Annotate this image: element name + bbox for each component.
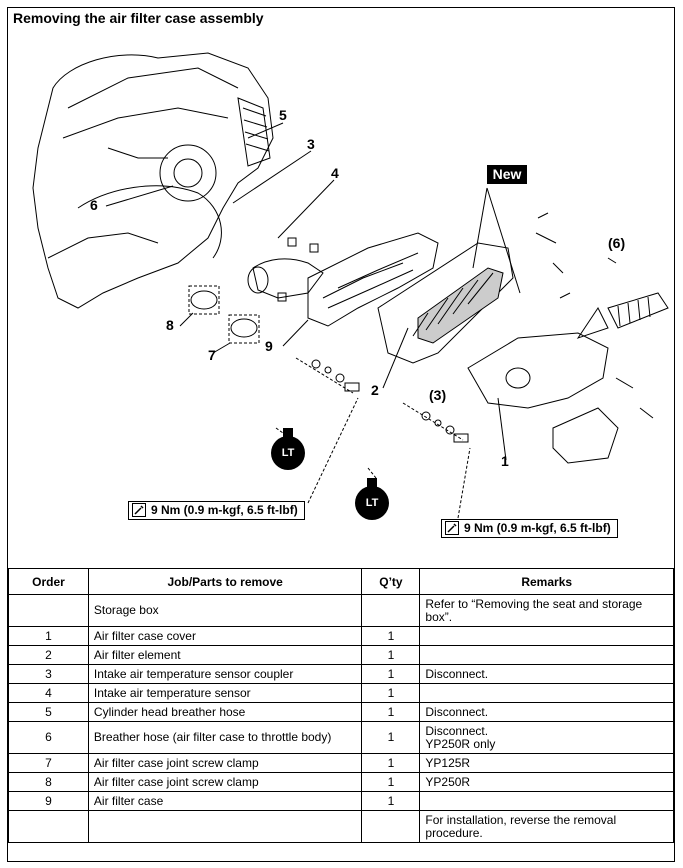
cell-order: 5 — [8, 702, 89, 722]
page-title: Removing the air filter case assembly — [13, 10, 264, 26]
callout-3: 3 — [307, 136, 315, 152]
intake-duct-drawing — [252, 258, 324, 299]
cell-part: Intake air temperature sensor coupler — [87, 664, 363, 684]
cell-order — [8, 594, 89, 627]
table-row: 8 Air filter case joint screw clamp 1 YP… — [8, 772, 674, 792]
exploded-diagram: New 5 3 4 6 (6) 8 7 9 2 (3) 1 — [32, 52, 669, 519]
cell-part — [87, 810, 363, 843]
cell-part: Air filter case — [87, 791, 363, 811]
lt-nozzle-right — [367, 478, 377, 488]
cell-qty: 1 — [361, 772, 421, 792]
cell-part: Air filter element — [87, 645, 363, 665]
torque-spec-left-text: 9 Nm (0.9 m-kgf, 6.5 ft-lbf) — [151, 503, 298, 517]
header-qty: Q’ty — [361, 568, 421, 595]
cell-order — [8, 810, 89, 843]
callout-6: 6 — [90, 197, 98, 213]
callout-5: 5 — [279, 107, 287, 123]
cell-remarks — [419, 683, 674, 703]
cell-qty: 1 — [361, 664, 421, 684]
engine-frame-drawing — [32, 52, 274, 309]
callout-4: 4 — [331, 165, 339, 181]
cell-remarks: Disconnect. — [419, 702, 674, 722]
callout-1: 1 — [501, 453, 509, 469]
new-badge — [487, 165, 527, 184]
table-row: For installation, reverse the removal pr… — [8, 810, 674, 843]
wrench-icon — [132, 503, 146, 517]
torque-spec-right-text: 9 Nm (0.9 m-kgf, 6.5 ft-lbf) — [464, 521, 611, 535]
page-frame: Removing the air filter case assembly — [7, 7, 675, 862]
wrench-icon — [445, 521, 459, 535]
cell-remarks: For installation, reverse the removal pr… — [419, 810, 674, 843]
table-row: 2 Air filter element 1 — [8, 645, 674, 665]
cell-order: 8 — [8, 772, 89, 792]
cell-order: 2 — [8, 645, 89, 665]
cell-remarks: Disconnect. — [419, 664, 674, 684]
cell-order: 4 — [8, 683, 89, 703]
callout-9: 9 — [265, 338, 273, 354]
cell-part: Breather hose (air filter case to thrott… — [87, 721, 363, 754]
lt-symbol-left: LT — [271, 436, 305, 470]
lt-nozzle-left — [283, 428, 293, 438]
cell-order: 3 — [8, 664, 89, 684]
table-row: 9 Air filter case 1 — [8, 791, 674, 811]
table-row: 6 Breather hose (air filter case to thro… — [8, 721, 674, 754]
table-header-row: Order Job/Parts to remove Q’ty Remarks — [8, 568, 674, 595]
torque-spec-left: 9 Nm (0.9 m-kgf, 6.5 ft-lbf) — [128, 501, 305, 520]
callout-paren-3: (3) — [429, 387, 446, 403]
table-row: 5 Cylinder head breather hose 1 Disconne… — [8, 702, 674, 722]
cell-order: 6 — [8, 721, 89, 754]
cell-part: Air filter case joint screw clamp — [87, 753, 363, 773]
cell-qty — [361, 810, 421, 843]
torque-spec-right: 9 Nm (0.9 m-kgf, 6.5 ft-lbf) — [441, 519, 618, 538]
cell-remarks — [419, 645, 674, 665]
table-row: 7 Air filter case joint screw clamp 1 YP… — [8, 753, 674, 773]
cell-qty: 1 — [361, 626, 421, 646]
cell-qty: 1 — [361, 753, 421, 773]
cell-part: Intake air temperature sensor — [87, 683, 363, 703]
cell-remarks — [419, 626, 674, 646]
callout-7: 7 — [208, 347, 216, 363]
cell-remarks: Refer to “Removing the seat and storage … — [419, 594, 674, 627]
callout-2: 2 — [371, 382, 379, 398]
cell-qty: 1 — [361, 645, 421, 665]
cell-remarks: Disconnect. YP250R only — [419, 721, 674, 754]
cell-order: 9 — [8, 791, 89, 811]
cell-part: Storage box — [87, 594, 363, 627]
cell-remarks: YP125R — [419, 753, 674, 773]
cell-order: 7 — [8, 753, 89, 773]
cell-part: Air filter case joint screw clamp — [87, 772, 363, 792]
table-row: Storage box Refer to “Removing the seat … — [8, 594, 674, 627]
air-filter-element-drawing — [377, 242, 514, 364]
cell-remarks: YP250R — [419, 772, 674, 792]
cell-remarks — [419, 791, 674, 811]
cell-qty: 1 — [361, 683, 421, 703]
header-remarks: Remarks — [419, 568, 674, 595]
callout-8: 8 — [166, 317, 174, 333]
cell-qty: 1 — [361, 721, 421, 754]
snorkel-drawing — [607, 292, 669, 329]
cell-qty: 1 — [361, 702, 421, 722]
lt-symbol-right: LT — [355, 486, 389, 520]
cell-qty — [361, 594, 421, 627]
table-row: 3 Intake air temperature sensor coupler … — [8, 664, 674, 684]
parts-table: Order Job/Parts to remove Q’ty Remarks S… — [8, 568, 674, 843]
header-job-parts: Job/Parts to remove — [87, 568, 363, 595]
air-filter-cover-drawing — [467, 332, 609, 409]
table-row: 4 Intake air temperature sensor 1 — [8, 683, 674, 703]
cell-part: Cylinder head breather hose — [87, 702, 363, 722]
new-badge-label: New — [493, 166, 522, 182]
header-order: Order — [8, 568, 89, 595]
cell-qty: 1 — [361, 791, 421, 811]
air-filter-case-drawing — [307, 232, 439, 327]
callout-paren-6: (6) — [608, 235, 625, 251]
cell-part: Air filter case cover — [87, 626, 363, 646]
table-row: 1 Air filter case cover 1 — [8, 626, 674, 646]
cell-order: 1 — [8, 626, 89, 646]
